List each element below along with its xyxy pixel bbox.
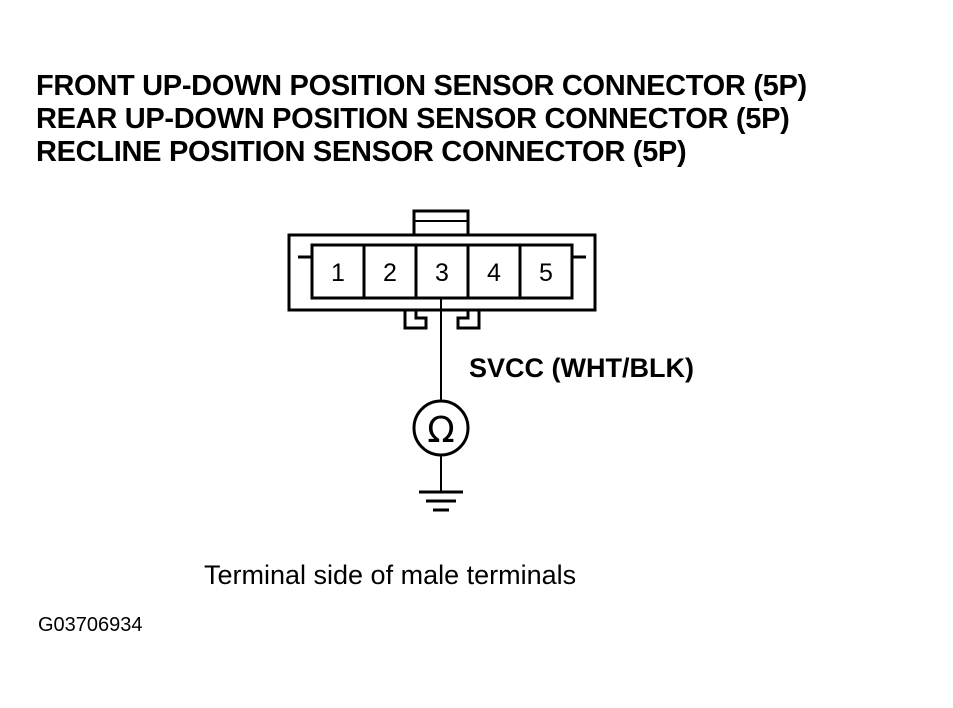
pin-number-2: 2 xyxy=(383,259,397,287)
diagram-caption: Terminal side of male terminals xyxy=(204,560,577,590)
title-front-connector: FRONT UP-DOWN POSITION SENSOR CONNECTOR … xyxy=(36,70,807,102)
connector-latch-left xyxy=(403,310,428,330)
connector-terminal-frame xyxy=(310,243,574,257)
title-rear-connector: REAR UP-DOWN POSITION SENSOR CONNECTOR (… xyxy=(36,103,790,135)
wire-label: SVCC (WHT/BLK) xyxy=(469,353,694,383)
ohm-symbol: Ω xyxy=(427,410,455,451)
connector-latch-right xyxy=(456,310,481,330)
title-recline-connector: RECLINE POSITION SENSOR CONNECTOR (5P) xyxy=(36,136,687,168)
pin-number-1: 1 xyxy=(331,259,345,287)
figure-id: G03706934 xyxy=(38,614,143,636)
connector-titles: FRONT UP-DOWN POSITION SENSOR CONNECTOR … xyxy=(36,70,807,169)
pin-number-4: 4 xyxy=(487,259,501,287)
pin-number-3: 3 xyxy=(435,259,449,287)
pin-number-5: 5 xyxy=(539,259,553,287)
ground-icon xyxy=(419,490,463,512)
connector-lock-tab xyxy=(412,209,470,237)
